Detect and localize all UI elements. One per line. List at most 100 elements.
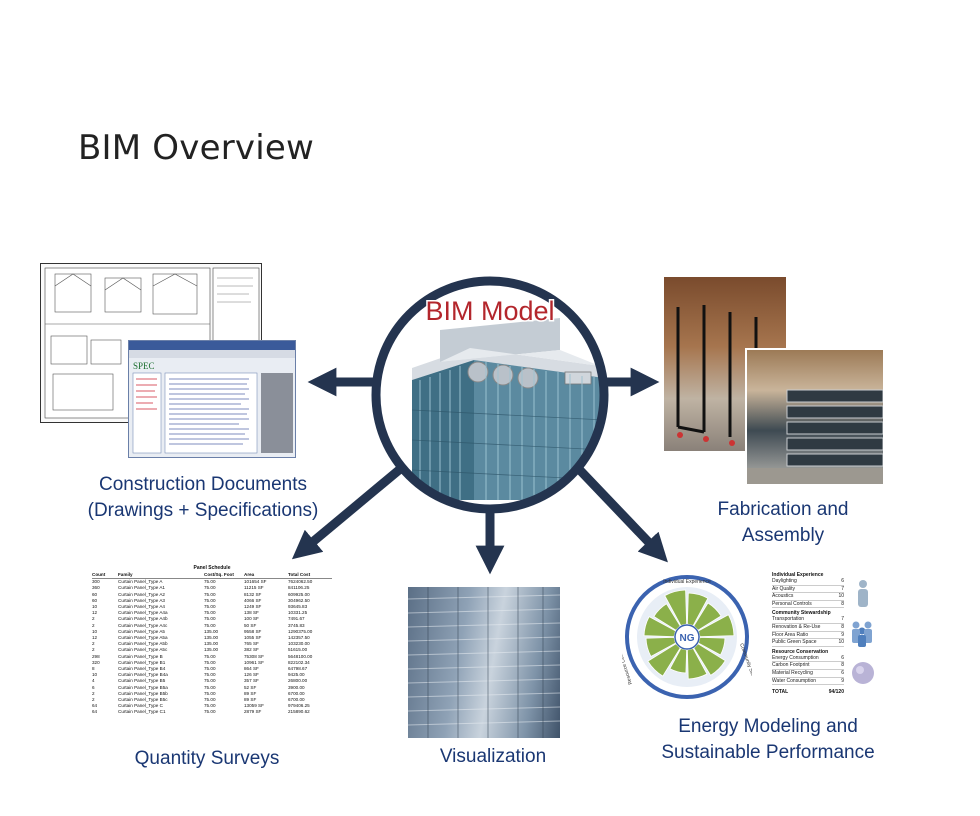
table-cell: 979406.25 (288, 703, 310, 709)
spec-software-window: SPEC (128, 340, 296, 458)
score-criterion: Material Recycling (772, 669, 813, 676)
score-criterion: Daylighting (772, 578, 797, 584)
wheel-segment (645, 636, 677, 657)
table-cell: 215890.62 (288, 709, 310, 715)
score-criterion: Air Quality (772, 585, 796, 592)
wheel-segment (693, 643, 726, 676)
table-cell: Curtain Panel_Type A5c (118, 647, 168, 653)
table-cell: 1290375.00 (288, 628, 313, 634)
table-cell: Curtain Panel_Type B4a (118, 672, 168, 678)
wheel-segment (669, 647, 688, 674)
fabrication-line1: Fabrication and (717, 499, 849, 520)
table-cell: 52 SF (244, 684, 257, 690)
table-cell: 8132 SF (244, 591, 262, 597)
table-cell: 51615.00 (288, 647, 308, 653)
score-criterion: Acoustics (772, 593, 794, 600)
schedule-header: Count Family Cost/Sq. Foot Area Total Co… (92, 572, 332, 580)
table-cell: 75.00 (204, 585, 216, 591)
score-criterion: Water Consumption (772, 677, 816, 684)
table-cell: 609925.00 (288, 591, 310, 597)
table-cell: 75.00 (204, 610, 216, 616)
score-criterion: Transportation (772, 616, 805, 623)
table-cell: 93645.83 (288, 604, 308, 610)
table-cell: 320 (92, 659, 100, 665)
score-row: Acoustics 10 (772, 593, 844, 601)
table-cell: Curtain Panel_Type B5a (118, 684, 168, 690)
person-icon (852, 578, 874, 610)
table-cell: 13059 SF (244, 703, 264, 709)
table-cell: Curtain Panel_Type B (118, 653, 163, 659)
sustainability-wheel-chart: NG Individual Experience Community Stewa… (622, 572, 752, 702)
table-cell: 10 (92, 672, 98, 678)
wheel-segment (697, 614, 735, 638)
table-cell: Curtain Panel_Type A4c (118, 622, 168, 628)
table-cell: 360 (92, 585, 100, 591)
score-section-title: Individual Experience (772, 572, 824, 578)
score-value: 7 (841, 585, 844, 592)
spec-title: SPEC (133, 361, 155, 371)
visualization-render-image (408, 587, 560, 738)
arrow-to-quantity (291, 461, 408, 560)
table-cell: 2 (92, 647, 95, 653)
table-cell: 75.00 (204, 709, 216, 715)
score-criterion: Floor Area Ratio (772, 631, 809, 638)
table-cell: Curtain Panel_Type B4 (118, 666, 166, 672)
table-cell: 75.00 (204, 684, 216, 690)
table-cell: 103230.00 (288, 641, 310, 647)
wheel-segment (686, 647, 708, 680)
table-cell: 64798.67 (288, 666, 308, 672)
table-cell: 75.00 (204, 678, 216, 684)
score-section-title: Resource Conservation (772, 648, 829, 655)
table-cell: 26800.00 (288, 678, 308, 684)
table-cell: 6700.00 (288, 697, 305, 703)
energy-line1: Energy Modeling and (678, 716, 858, 737)
schedule-title: Panel Schedule (193, 565, 231, 571)
fabrication-label: Fabrication and Assembly (695, 497, 871, 548)
table-cell: 3745.83 (288, 622, 305, 628)
table-cell: Curtain Panel_Type B5 (118, 678, 166, 684)
table-cell: 135.00 (204, 647, 219, 653)
table-cell: 10 (92, 604, 98, 610)
fabrication-photo-steel (745, 348, 885, 486)
table-cell: 2 (92, 616, 95, 622)
table-cell: 100 SF (244, 616, 259, 622)
col-family: Family (118, 572, 133, 577)
energy-line2: Sustainable Performance (661, 741, 875, 763)
wheel-top-label: Individual Experience (663, 579, 711, 585)
score-value: 6 (841, 669, 844, 676)
table-cell: Curtain Panel_Type B5b (118, 690, 168, 696)
wheel-segment (693, 602, 722, 631)
table-cell: 7624062.50 (288, 579, 313, 585)
table-cell: 89 SF (244, 697, 257, 703)
wheel-segment (653, 603, 681, 631)
score-value: 8 (841, 600, 844, 607)
table-cell: 126 SF (244, 672, 259, 678)
score-value: 10 (838, 593, 844, 600)
wheel-segment (686, 592, 709, 627)
table-cell: 300 (92, 579, 100, 585)
bim-building-image (378, 283, 602, 507)
table-cell: 75.00 (204, 579, 216, 585)
globe-icon (850, 660, 876, 686)
table-cell: Curtain Panel_Type C (118, 703, 163, 709)
construction-line2: (Drawings + Specifications) (87, 499, 319, 521)
table-cell: 8 (92, 666, 95, 672)
table-cell: Curtain Panel_Type C1 (118, 709, 166, 715)
visualization-label: Visualization (439, 746, 547, 767)
table-cell: 64 (92, 709, 98, 715)
arrow-to-energy (571, 461, 668, 563)
